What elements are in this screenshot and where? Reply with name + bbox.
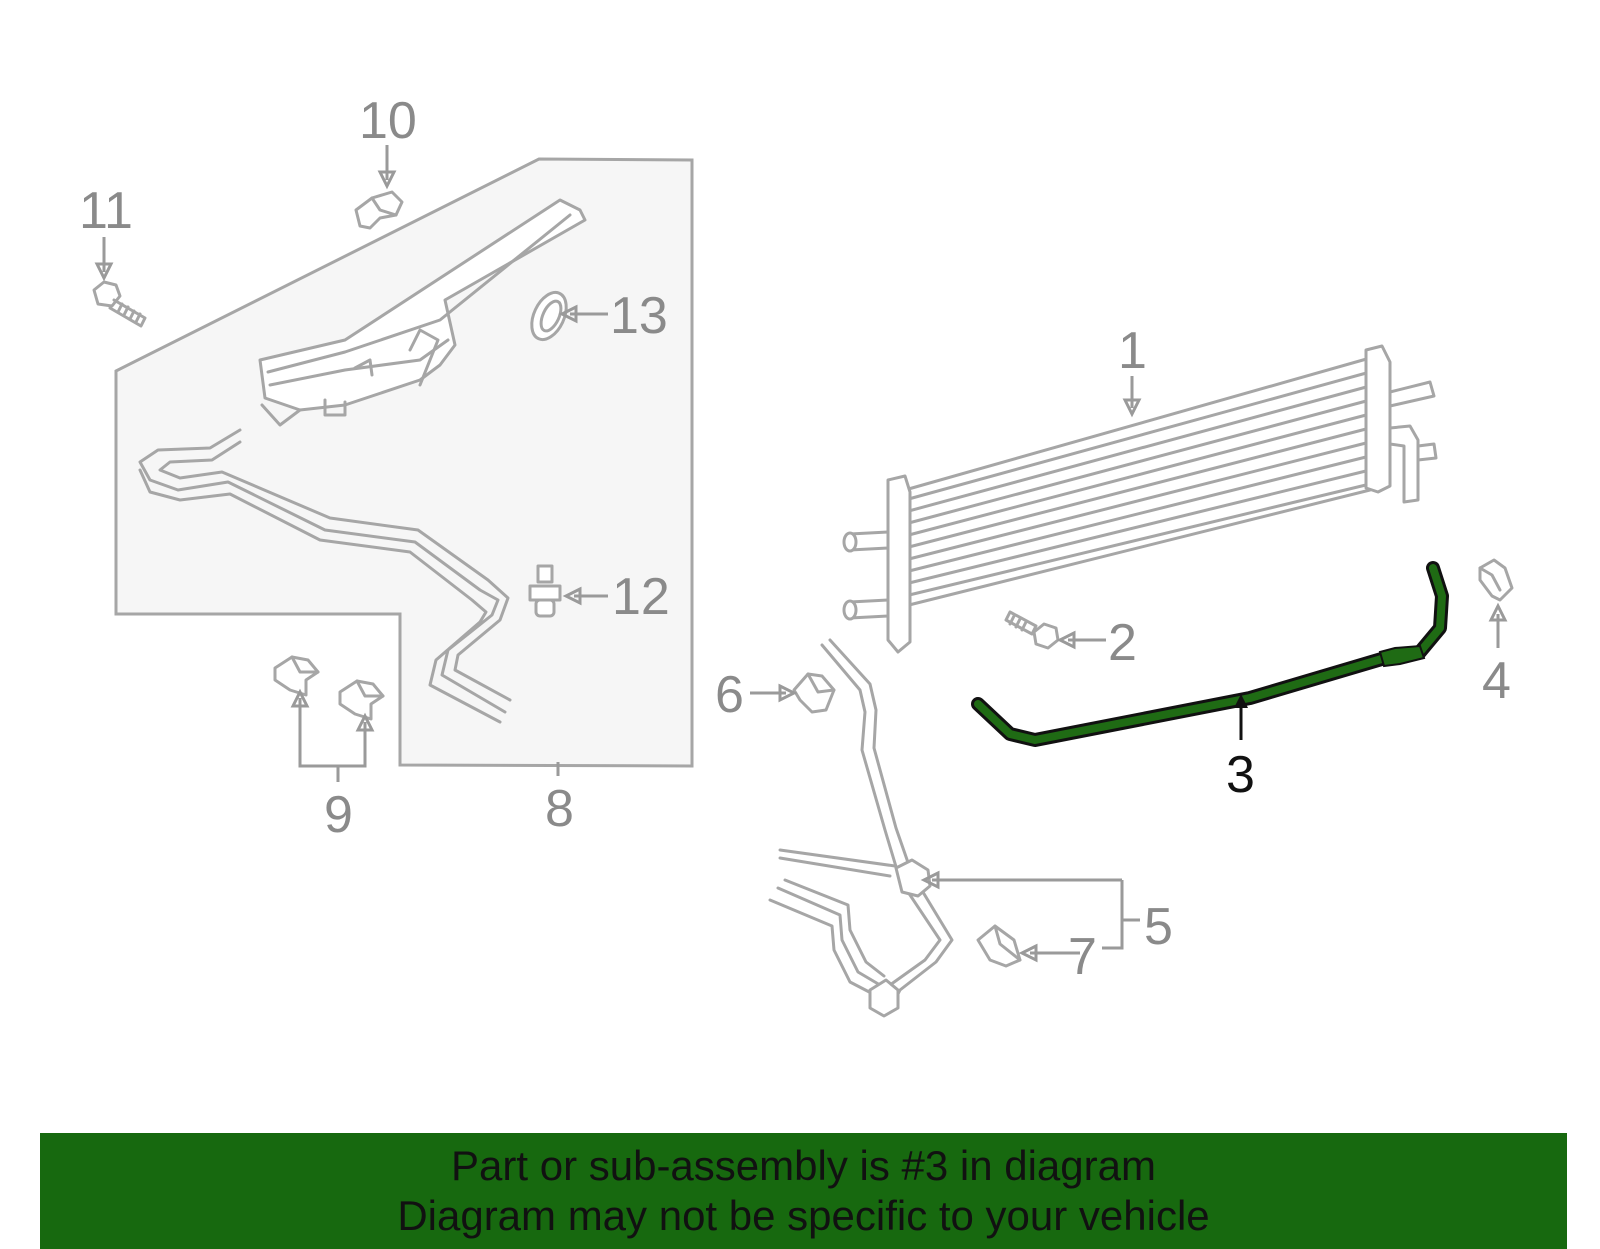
- callout-12: 12: [612, 568, 670, 626]
- banner-line-1: Part or sub-assembly is #3 in diagram: [451, 1142, 1156, 1189]
- cooler-tube-assembly: [138, 428, 512, 724]
- callout-4: 4: [1482, 652, 1511, 710]
- clip-part-10: [354, 190, 404, 230]
- bolt-part-11: [92, 280, 147, 328]
- grommet-part-13: [530, 290, 568, 342]
- assembly-8-panel: [114, 157, 694, 768]
- callout-10: 10: [359, 92, 417, 150]
- part-info-banner: Part or sub-assembly is #3 in diagram Di…: [40, 1133, 1567, 1249]
- lines-part-5: [768, 638, 954, 1018]
- callout-7: 7: [1068, 928, 1097, 986]
- clip-part-9b: [338, 679, 385, 721]
- pin-part-12: [528, 564, 562, 618]
- cooler-bracket-part: [258, 198, 587, 427]
- callout-6: 6: [715, 666, 744, 724]
- oil-cooler-part-1: [842, 344, 1438, 654]
- clip-part-6: [792, 672, 836, 714]
- callout-3: 3: [1226, 746, 1255, 804]
- clip-part-7: [976, 924, 1022, 968]
- callout-11: 11: [79, 182, 133, 240]
- bolt-part-2: [1004, 610, 1060, 650]
- clip-part-9a: [273, 655, 320, 697]
- callout-2: 2: [1108, 614, 1137, 672]
- callout-8: 8: [545, 780, 574, 838]
- banner-line-2: Diagram may not be specific to your vehi…: [397, 1192, 1210, 1239]
- callout-13: 13: [610, 287, 668, 345]
- leader-lines: [94, 145, 1508, 963]
- callout-5: 5: [1144, 898, 1173, 956]
- callout-9: 9: [324, 786, 353, 844]
- clip-part-4: [1478, 558, 1514, 602]
- callout-1: 1: [1118, 322, 1147, 380]
- cooler-tube-part-3: [971, 561, 1449, 747]
